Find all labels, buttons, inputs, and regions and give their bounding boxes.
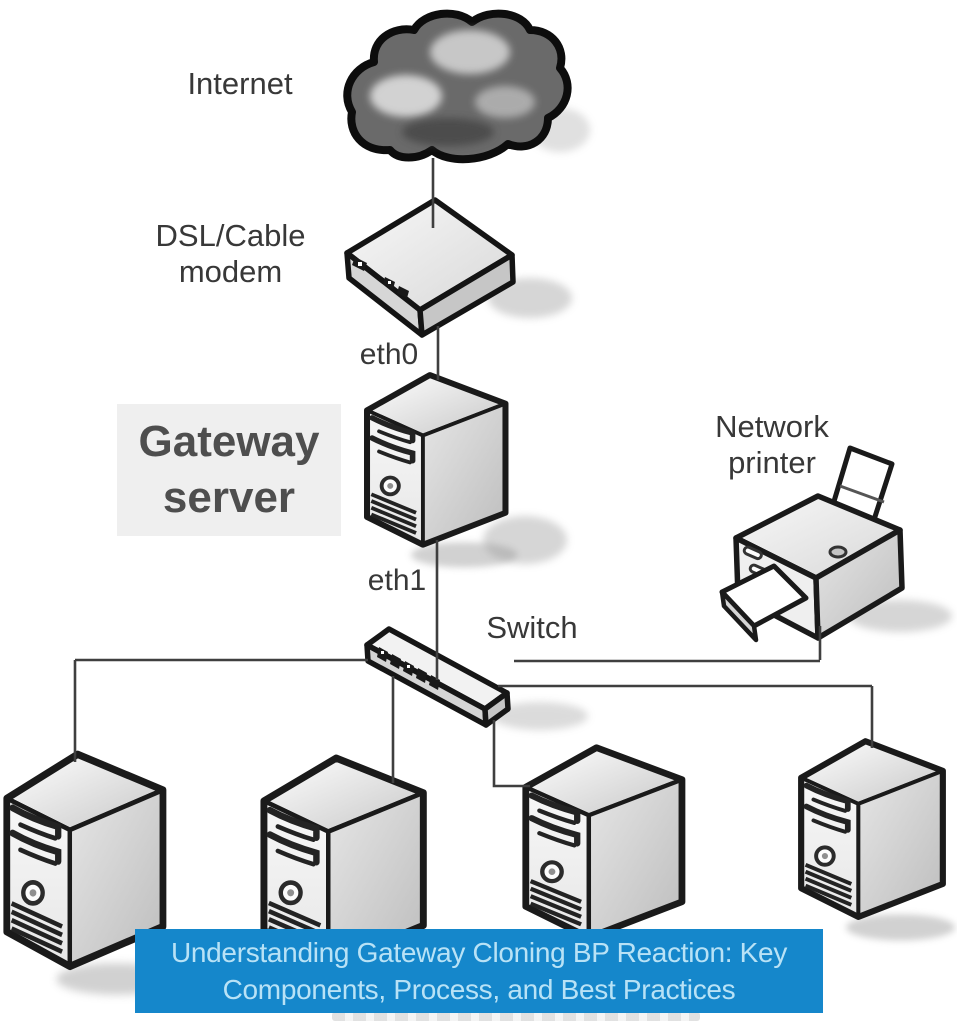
banner-line-2: Components, Process, and Best Practices — [222, 974, 736, 1005]
internet-label: Internet — [187, 66, 293, 101]
switch-label: Switch — [486, 610, 578, 645]
device-shadows — [483, 108, 952, 730]
bottom-smudge — [332, 1012, 700, 1021]
dsl-cable-modem-icon — [344, 197, 516, 338]
eth1-label: eth1 — [367, 564, 427, 597]
eth0-label: eth0 — [359, 338, 419, 371]
dsl-cable-modem-label: DSL/Cable modem — [155, 218, 306, 289]
connection-lines — [73, 158, 874, 788]
network-printer-label: Network printer — [715, 409, 829, 480]
gateway-server-label: Gateway server — [117, 404, 341, 536]
client-computer-icon — [801, 741, 955, 940]
title-banner: Understanding Gateway Cloning BP Reactio… — [135, 929, 823, 1013]
internet-cloud-icon — [343, 9, 572, 164]
network-printer-icon — [719, 445, 905, 643]
banner-line-1: Understanding Gateway Cloning BP Reactio… — [170, 937, 788, 968]
